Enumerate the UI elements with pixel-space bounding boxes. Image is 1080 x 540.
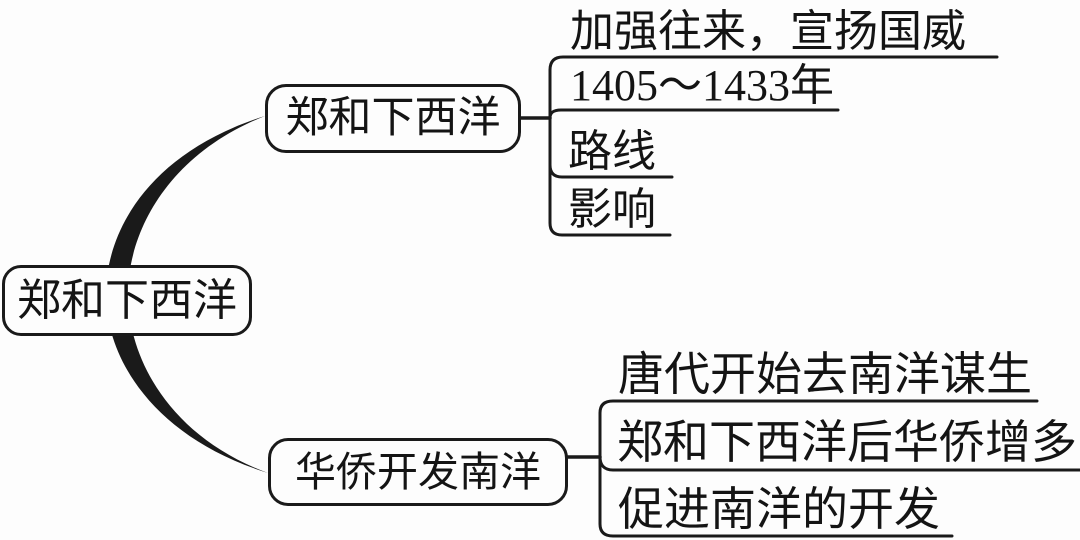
leaf-item: 路线 <box>568 127 656 176</box>
branch-node-label: 郑和下西洋 <box>285 95 501 142</box>
top-leaf-4-bracket <box>548 116 672 237</box>
bottom-leaf-1-bracket <box>598 399 1039 459</box>
root-node: 郑和下西洋 <box>2 265 252 336</box>
bottom-leaf-3-bracket <box>598 455 954 538</box>
branch-node-label: 华侨开发南洋 <box>295 448 541 495</box>
branch-node-overseas-chinese: 华侨开发南洋 <box>268 438 568 506</box>
root-node-label: 郑和下西洋 <box>17 275 237 325</box>
leaf-item: 郑和下西洋后华侨增多 <box>617 417 1077 468</box>
root-to-branches-curve <box>106 116 268 473</box>
leaf-item: 加强往来，宣扬国威 <box>570 7 966 56</box>
leaf-item: 唐代开始去南洋谋生 <box>618 349 1032 400</box>
top-leaf-1-bracket <box>548 55 999 120</box>
top-leaf-2-bracket <box>548 108 840 120</box>
leaf-item: 影响 <box>568 185 656 234</box>
leaf-item: 1405～1433年 <box>570 61 834 110</box>
branch-node-zhenghe-voyages: 郑和下西洋 <box>265 84 521 153</box>
leaf-item: 促进南洋的开发 <box>618 484 940 535</box>
